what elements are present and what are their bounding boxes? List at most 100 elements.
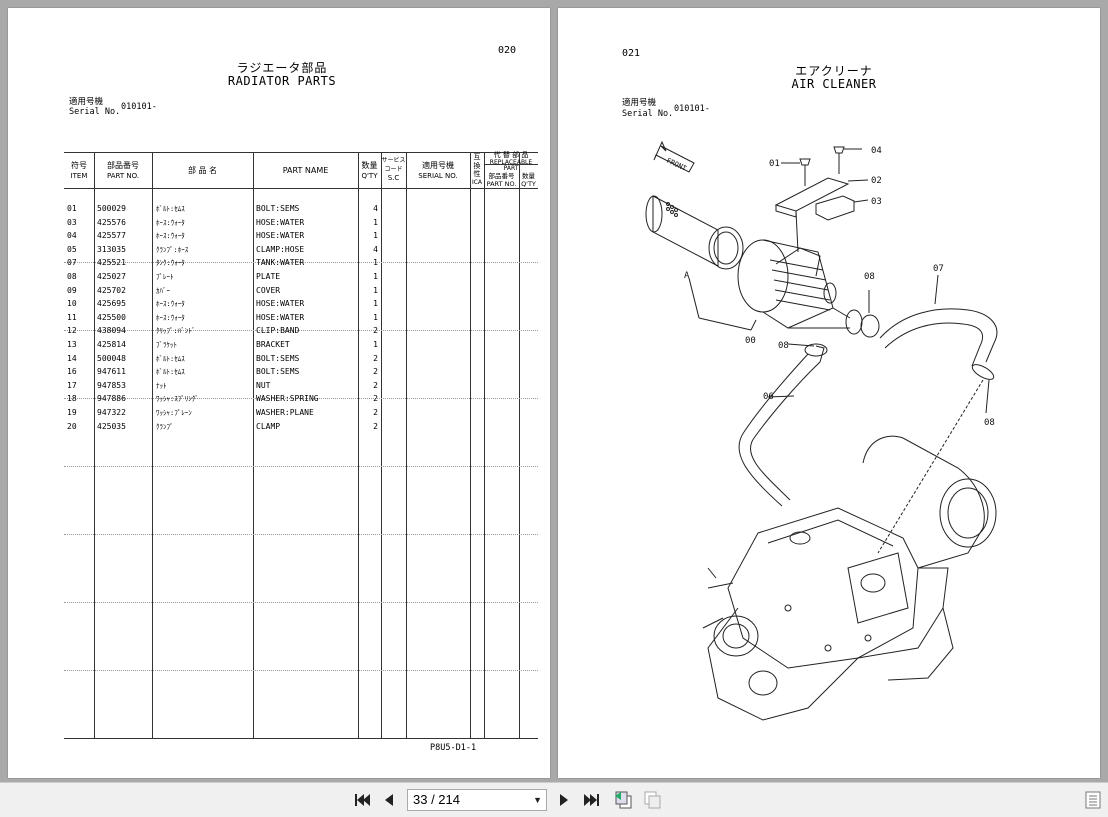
cell-item: 05 bbox=[67, 244, 77, 254]
cell-name-jp: ﾎﾞﾙﾄ:ｾﾑｽ bbox=[156, 368, 185, 377]
row-group-separator bbox=[64, 534, 538, 535]
cell-name-jp: ﾎｰｽ:ｳｫｰﾀ bbox=[156, 300, 185, 309]
page-number: 021 bbox=[622, 48, 641, 59]
engine-assembly bbox=[702, 435, 997, 721]
cell-qty: 1 bbox=[373, 217, 378, 227]
label-00: 00 bbox=[745, 336, 756, 346]
header-repl-qty: 数量 Q'TY bbox=[519, 172, 538, 188]
header-repl-part-jp: 部品番号 bbox=[488, 172, 515, 180]
clamp-08 bbox=[860, 314, 880, 338]
header-ica-jp2: 換 bbox=[473, 161, 481, 170]
cell-name-jp: ﾌﾞﾗｹｯﾄ bbox=[156, 341, 177, 349]
go-back-icon bbox=[615, 791, 632, 809]
cell-name-jp: ｸﾗﾝﾌﾟ:ﾎｰｽ bbox=[156, 245, 189, 254]
go-forward-button[interactable] bbox=[641, 789, 663, 811]
row-group-separator bbox=[64, 466, 538, 467]
col-divider bbox=[470, 152, 471, 739]
label-01: 01 bbox=[769, 159, 780, 169]
next-page-icon bbox=[560, 794, 568, 806]
cell-part-no: 425500 bbox=[97, 312, 126, 322]
previous-page-button[interactable] bbox=[378, 789, 400, 811]
page-title-jp: エアクリーナ bbox=[795, 64, 873, 78]
footer-code: P8U5-D1-1 bbox=[430, 743, 477, 753]
cell-part-no: 425577 bbox=[97, 231, 126, 241]
table-header-border bbox=[64, 188, 538, 189]
page-indicator: 33 / 214 bbox=[413, 792, 460, 807]
cell-name-en: PLATE bbox=[256, 272, 281, 281]
first-page-button[interactable] bbox=[351, 789, 373, 811]
cell-item: 12 bbox=[67, 326, 77, 336]
row-group-separator bbox=[64, 398, 538, 399]
cell-part-no: 425027 bbox=[97, 272, 126, 281]
cell-name-en: TANK:WATER bbox=[256, 258, 305, 268]
page-selector[interactable]: 33 / 214 ▼ bbox=[407, 789, 547, 811]
row-group-separator bbox=[64, 330, 538, 331]
header-serial-en: SERIAL NO. bbox=[418, 172, 458, 180]
cell-qty: 1 bbox=[373, 340, 378, 349]
filter-element bbox=[645, 195, 744, 270]
cell-name-jp: ﾎﾞﾙﾄ:ｾﾑｽ bbox=[156, 354, 185, 363]
cell-qty: 1 bbox=[373, 299, 378, 309]
header-item: 符号 ITEM bbox=[64, 161, 94, 181]
cell-part-no: 313035 bbox=[97, 244, 126, 254]
menu-icon bbox=[1085, 791, 1101, 809]
pdf-toolbar: 33 / 214 ▼ bbox=[0, 782, 1108, 817]
cell-name-jp: ﾜｯｼｬ:ｽﾌﾟﾘﾝｸﾞ bbox=[156, 395, 199, 404]
cell-qty: 2 bbox=[373, 353, 378, 363]
header-sc-jp2: コード bbox=[384, 166, 403, 173]
cell-name-en: HOSE:WATER bbox=[256, 299, 305, 309]
cell-item: 01 bbox=[67, 204, 77, 213]
header-sc-en: S.C bbox=[387, 174, 400, 182]
header-ica-jp1: 互 bbox=[473, 153, 481, 161]
dropdown-arrow-icon: ▼ bbox=[533, 795, 542, 805]
cell-part-no: 425695 bbox=[97, 299, 126, 309]
header-repl-part: 部品番号 PART NO. bbox=[484, 172, 519, 188]
label-08: 08 bbox=[778, 341, 789, 351]
air-cleaner-housing bbox=[737, 239, 863, 335]
cell-name-en: CLAMP bbox=[256, 421, 281, 431]
col-divider bbox=[152, 152, 153, 739]
header-part-no-en: PART NO. bbox=[106, 172, 140, 180]
cell-qty: 2 bbox=[373, 421, 378, 431]
cell-item: 03 bbox=[67, 217, 77, 227]
cell-qty: 4 bbox=[373, 244, 378, 254]
cell-name-en: HOSE:WATER bbox=[256, 231, 305, 241]
header-repl-jp: 代 替 部 品 bbox=[493, 151, 529, 159]
cell-part-no: 425702 bbox=[97, 285, 126, 295]
last-page-button[interactable] bbox=[581, 789, 603, 811]
serial-value: 010101- bbox=[674, 104, 710, 114]
header-name-jp: 部 品 名 bbox=[187, 166, 218, 175]
header-part-no: 部品番号 PART NO. bbox=[94, 161, 152, 181]
label-06: 06 bbox=[763, 392, 774, 402]
parts-table: 符号 ITEM 部品番号 PART NO. 部 品 名 PART NAME 数量… bbox=[64, 152, 538, 739]
header-qty-jp: 数量 bbox=[361, 161, 378, 170]
cell-item: 17 bbox=[67, 380, 77, 390]
row-group-separator bbox=[64, 262, 538, 263]
cell-qty: 2 bbox=[373, 380, 378, 390]
cell-item: 07 bbox=[67, 258, 77, 268]
cell-name-jp: ﾜｯｼｬ:ﾌﾟﾚｰﾝ bbox=[156, 409, 192, 417]
header-serial: 適用号機 SERIAL NO. bbox=[406, 161, 470, 181]
sidebar-toggle-button[interactable] bbox=[1082, 789, 1104, 811]
cell-name-jp: ﾌﾟﾚｰﾄ bbox=[156, 273, 174, 281]
row-group-separator bbox=[64, 670, 538, 671]
cell-name-jp: ｸﾗﾝﾌﾟ bbox=[156, 422, 174, 431]
col-divider bbox=[484, 152, 485, 739]
cell-item: 20 bbox=[67, 421, 77, 431]
left-page: 020 ラジエータ部品 RADIATOR PARTS 適用号機 Serial N… bbox=[8, 8, 550, 778]
cell-item: 11 bbox=[67, 312, 77, 322]
cell-part-no: 947611 bbox=[97, 367, 126, 377]
label-07: 07 bbox=[933, 264, 944, 274]
next-page-button[interactable] bbox=[553, 789, 575, 811]
cell-qty: 1 bbox=[373, 258, 378, 268]
col-divider bbox=[253, 152, 254, 739]
go-back-button[interactable] bbox=[612, 789, 634, 811]
